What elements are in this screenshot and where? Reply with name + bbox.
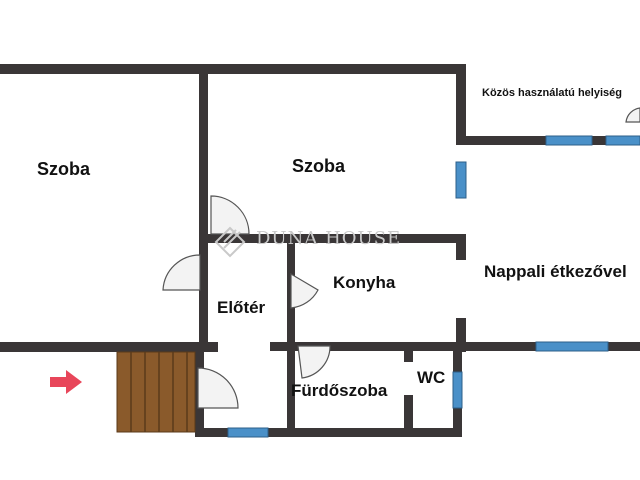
wall-stub-right [456,234,466,260]
staircase [116,351,196,433]
room-label-kozos: Közös használatú helyiség [482,87,622,99]
wall-wc-left [404,350,413,362]
room-label-furdoszoba: Fürdőszoba [291,381,388,400]
room-label-szoba-middle: Szoba [292,156,346,176]
wall-wc-left-lower [404,395,413,435]
door-kozos [625,107,640,123]
room-label-eloter: Előtér [217,298,266,317]
wall-stub-lower-right [456,318,466,352]
room-label-konyha: Konyha [333,273,396,292]
door-left-szoba [162,254,201,291]
window-nappali-bottom [535,341,609,352]
entry-arrow [50,370,82,394]
watermark-text: DUNA HOUSE [256,228,402,249]
window-middle-right [455,161,467,199]
window-kozos-1 [545,135,593,146]
door-furdoszoba [297,345,331,379]
door-entrance [197,367,239,409]
door-konyha [290,272,319,309]
wall-divider-szoba [199,64,208,352]
wall-bottom [195,428,462,437]
door-middle-szoba [210,195,250,235]
window-eloter-bottom [227,427,269,438]
wall-nappali-bottom [608,342,640,351]
room-label-wc: WC [417,368,446,387]
window-wc [452,371,463,409]
windows [227,135,640,438]
wall-right-upper [456,64,466,144]
room-label-szoba-left: Szoba [37,159,91,179]
watermark-logo-icon [214,226,246,258]
wall-konyha-left [287,234,295,436]
room-label-nappali: Nappali étkezővel [484,262,627,281]
wall-top-left [0,64,464,74]
window-kozos-2 [605,135,640,146]
doors [162,107,640,409]
wall-middle-bottom [199,234,465,243]
wall-left-room-bottom [0,342,218,352]
